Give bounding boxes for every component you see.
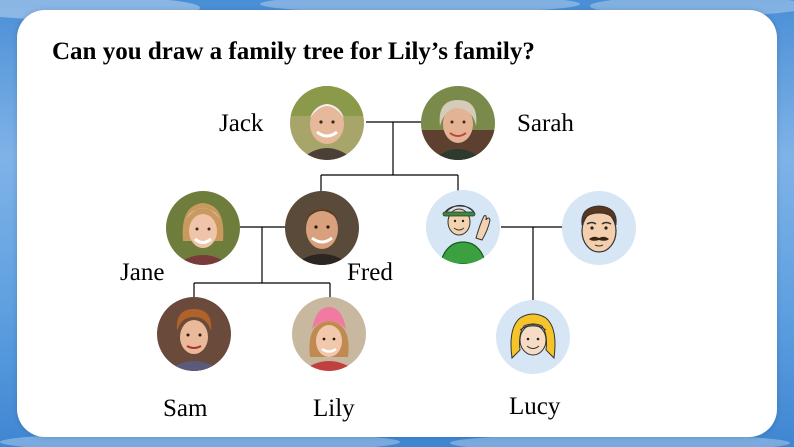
- boy-photo-icon: [157, 297, 231, 371]
- content-panel: [17, 10, 777, 437]
- aunt-cartoon-icon: [426, 190, 500, 264]
- girl-photo-icon: [292, 297, 366, 371]
- name-sarah: Sarah: [517, 110, 574, 137]
- question-title: Can you draw a family tree for Lily’s fa…: [52, 38, 535, 65]
- uncle-cartoon-icon: [562, 191, 636, 265]
- grandfather-photo-icon: [290, 86, 364, 160]
- mother-photo-icon: [166, 191, 240, 265]
- girl-cartoon-icon: [496, 300, 570, 374]
- name-lily: Lily: [313, 395, 355, 422]
- name-fred: Fred: [347, 259, 393, 286]
- name-jane: Jane: [120, 259, 165, 286]
- grandmother-photo-icon: [421, 86, 495, 160]
- name-lucy: Lucy: [509, 393, 561, 420]
- name-jack: Jack: [219, 110, 264, 137]
- name-sam: Sam: [163, 395, 208, 422]
- father-photo-icon: [285, 191, 359, 265]
